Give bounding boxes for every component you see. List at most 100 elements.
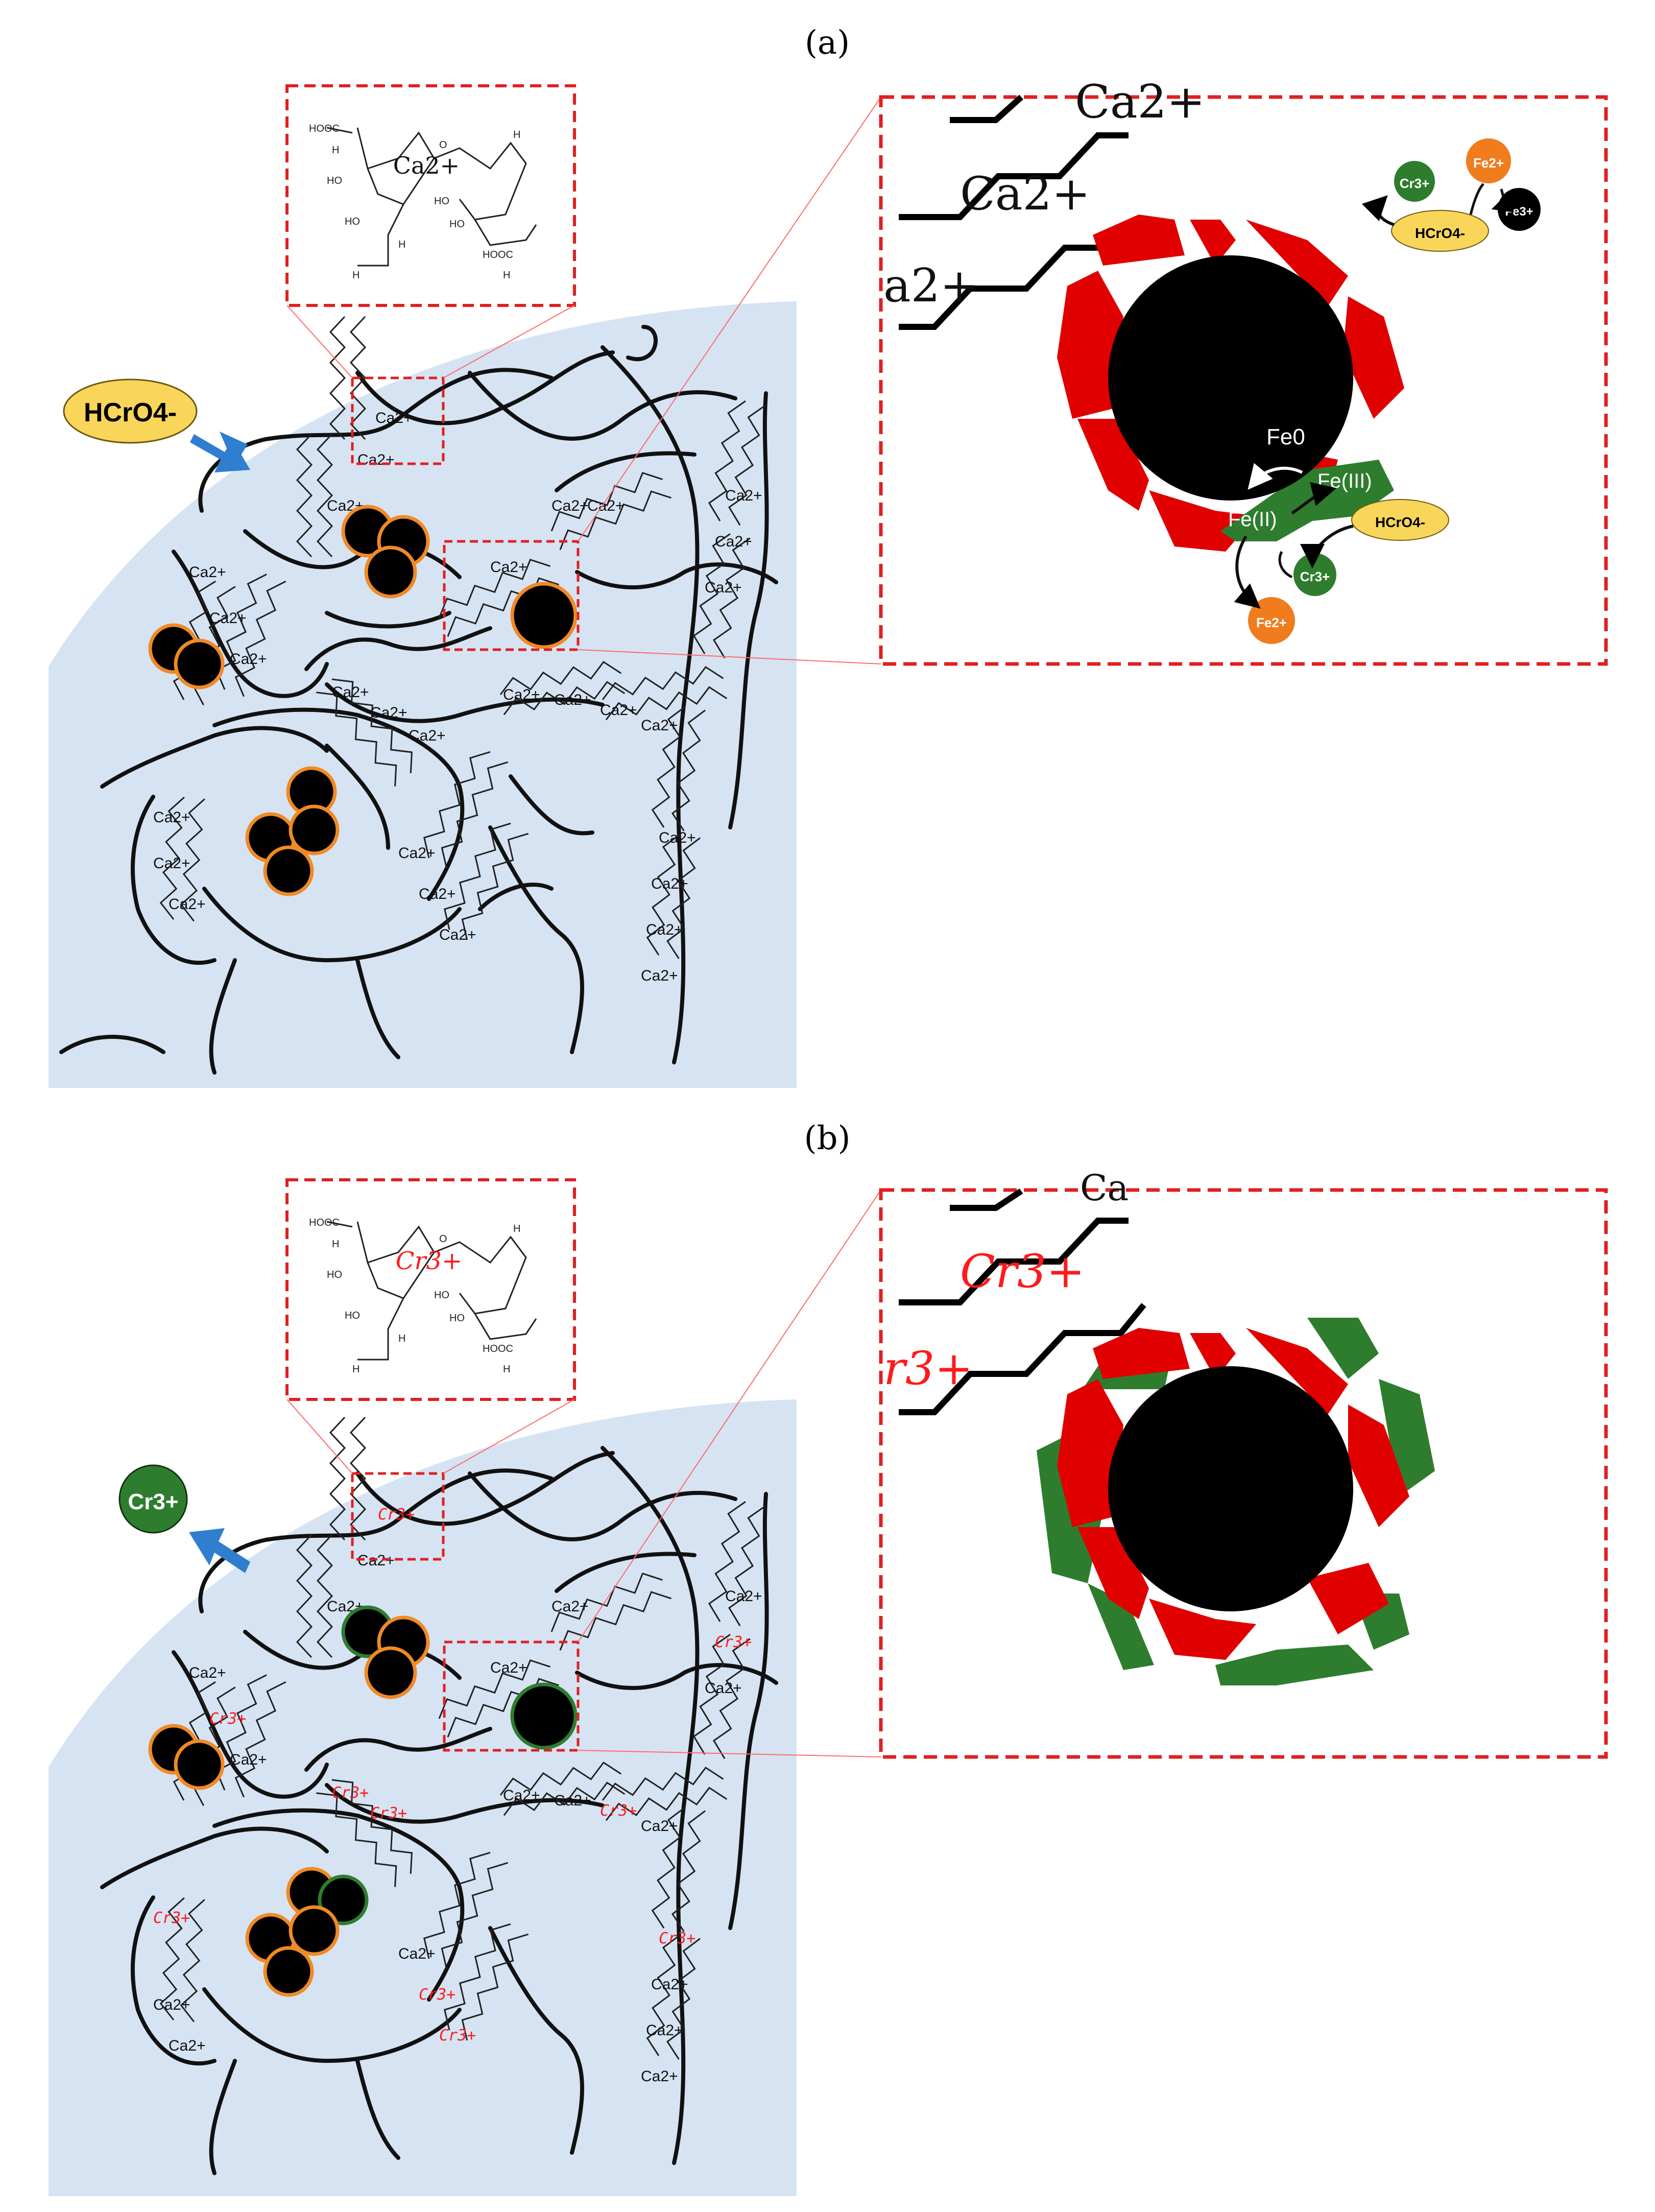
particle (318, 1874, 369, 1925)
particles-a (148, 505, 578, 896)
svg-text:Ca2+: Ca2+ (490, 559, 527, 576)
zoom-box-a: Ca2+ Ca2+ a2+ Fe0 Fe(II) Fe(III) (879, 75, 1608, 666)
svg-text:Ca2+: Ca2+ (503, 1787, 540, 1804)
focus-box-structure-b (351, 1472, 445, 1561)
svg-text:Ca2+: Ca2+ (398, 845, 436, 862)
svg-text:Ca2+: Ca2+ (189, 564, 226, 581)
svg-text:Ca2+: Ca2+ (490, 1659, 527, 1676)
zoom-connectors-a (286, 97, 881, 664)
svg-text:H: H (513, 1223, 520, 1234)
svg-text:Cr3+: Cr3+ (715, 1633, 752, 1651)
redox-arrow-icon (1248, 463, 1303, 490)
svg-text:Fe2+: Fe2+ (1473, 155, 1504, 171)
focus-box-particle-b (443, 1640, 580, 1752)
svg-text:Ca2+: Ca2+ (725, 487, 762, 504)
svg-text:Ca2+: Ca2+ (503, 686, 540, 703)
svg-text:Cr3+: Cr3+ (209, 1710, 246, 1728)
particles-b (148, 1605, 578, 1997)
cr3-output-label: Cr3+ (128, 1489, 178, 1514)
outflow-arrow-icon (189, 1528, 250, 1573)
svg-text:HCrO4-: HCrO4- (1415, 225, 1465, 241)
svg-text:H: H (398, 239, 405, 250)
panel-a: (a) (49, 24, 1608, 1088)
svg-text:Cr3+: Cr3+ (153, 1909, 190, 1927)
svg-text:Ca2+: Ca2+ (169, 896, 206, 913)
svg-text:HO: HO (449, 219, 465, 230)
svg-text:Ca2+: Ca2+ (554, 1792, 591, 1809)
particle-zoomed-source (510, 1682, 578, 1750)
svg-text:Cr3+: Cr3+ (332, 1784, 369, 1802)
svg-text:H: H (503, 270, 510, 281)
svg-text:Ca2+: Ca2+ (153, 809, 190, 826)
fe0-label: Fe0 (1266, 424, 1305, 449)
svg-text:Ca2+: Ca2+ (209, 610, 247, 627)
svg-text:HOOC: HOOC (483, 1343, 513, 1354)
svg-text:HOOC: HOOC (309, 123, 340, 134)
hcro4-input-a: HCrO4- (63, 378, 250, 472)
svg-text:Ca2+: Ca2+ (230, 651, 267, 668)
focus-box-structure-a (351, 376, 445, 465)
zoom-connectors-b (286, 1190, 881, 1757)
svg-text:Cr3+: Cr3+ (600, 1802, 637, 1820)
svg-text:Ca2+: Ca2+ (554, 692, 591, 708)
particle (263, 845, 314, 896)
polymer-strands-b (100, 1446, 778, 2175)
particle (364, 1646, 417, 1699)
svg-text:Ca2+: Ca2+ (375, 410, 413, 426)
svg-text:Fe2+: Fe2+ (1256, 615, 1287, 630)
svg-text:Ca2+: Ca2+ (641, 967, 678, 984)
zoom-chain-label-low: a2+ (883, 259, 978, 313)
svg-text:Ca2+: Ca2+ (705, 1680, 742, 1697)
svg-text:Cr3+: Cr3+ (378, 1506, 415, 1524)
fe-iii-label: Fe(III) (1317, 470, 1372, 492)
svg-text:H: H (503, 1364, 510, 1375)
svg-text:Ca2+: Ca2+ (646, 2022, 683, 2039)
svg-text:Ca2+: Ca2+ (551, 1598, 589, 1615)
svg-text:Ca2+: Ca2+ (651, 875, 688, 892)
svg-text:Ca2+: Ca2+ (725, 1588, 762, 1605)
zoom-chain-label-mid: Ca2+ (960, 167, 1090, 221)
svg-text:HO: HO (434, 196, 449, 207)
particle (174, 638, 225, 689)
svg-text:HO: HO (345, 216, 360, 227)
particle (289, 1905, 340, 1956)
svg-text:Ca2+: Ca2+ (153, 855, 190, 872)
structure-inset-a: HOOC HO HO HO HO HOOC H H H H H O Ca2+ (285, 84, 576, 307)
svg-text:H: H (352, 1364, 359, 1375)
svg-text:H: H (332, 1239, 339, 1250)
svg-text:HO: HO (327, 1269, 342, 1280)
svg-text:Ca2+: Ca2+ (641, 717, 678, 734)
structure-ion-b: Cr3+ (396, 1247, 462, 1275)
chain-labels-a: Ca2+ Ca2+ Ca2+ Ca2+ Ca2+ Ca2+ Ca2+ Ca2+ … (153, 410, 762, 984)
structure-ion-a: Ca2+ (393, 152, 460, 179)
fe-ii-label: Fe(II) (1228, 508, 1277, 531)
reduction-arrow-icon (1291, 482, 1337, 515)
svg-text:H: H (352, 270, 359, 281)
svg-text:O: O (439, 1233, 447, 1245)
svg-text:Ca2+: Ca2+ (357, 451, 395, 468)
particle (263, 1946, 314, 1997)
svg-text:Cr3+: Cr3+ (439, 2027, 476, 2044)
svg-text:Ca2+: Ca2+ (370, 704, 407, 721)
panel-a-label: (a) (805, 24, 850, 62)
structure-inset-b: HOOC HO HO HO HO HOOC H H H H H O Cr3+ (285, 1178, 576, 1401)
cr3-output-b: Cr3+ (118, 1464, 250, 1573)
particle (174, 1739, 225, 1790)
svg-text:H: H (332, 145, 339, 156)
svg-text:Ca2+: Ca2+ (332, 684, 369, 701)
panel-b-label: (b) (804, 1120, 851, 1157)
species-top: Cr3+ Fe2+ Fe3+ HCrO4- (1361, 138, 1541, 252)
species-bottom: HCrO4- Cr3+ Fe2+ (1234, 499, 1449, 644)
focus-box-particle-a (443, 540, 580, 651)
svg-text:Ca2+: Ca2+ (153, 1996, 190, 2013)
inflow-arrow-icon (190, 434, 250, 472)
particle (364, 545, 417, 599)
svg-text:Ca2+: Ca2+ (600, 702, 637, 719)
svg-text:Fe3+: Fe3+ (1505, 205, 1533, 219)
svg-text:Ca2+: Ca2+ (659, 829, 696, 846)
panel-b: (b) (49, 1120, 1608, 2196)
svg-text:HO: HO (434, 1290, 449, 1301)
svg-text:Ca2+: Ca2+ (189, 1664, 226, 1681)
hcro4-input-label: HCrO4- (84, 398, 177, 427)
particle-zoomed-source (510, 582, 578, 649)
